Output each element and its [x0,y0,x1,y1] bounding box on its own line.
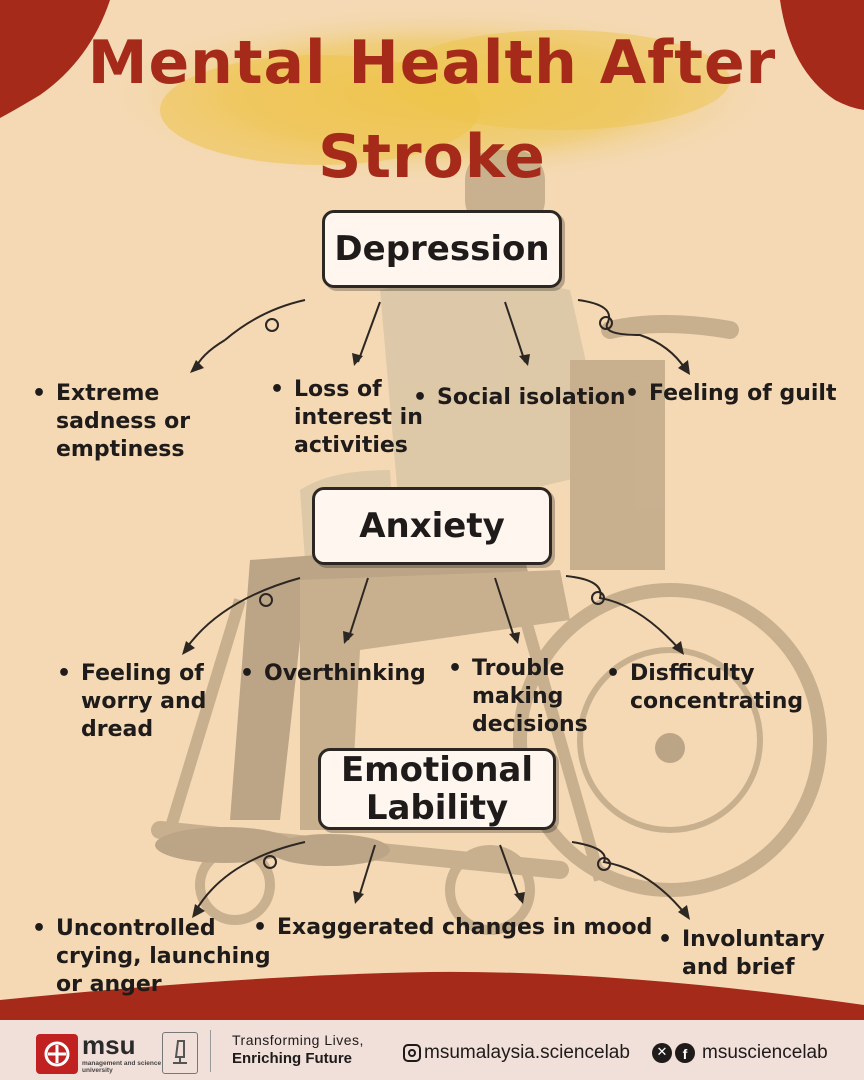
anxiety-connectors [184,575,681,651]
emotional-lability-item-2: •Exaggerated changes in mood [253,915,653,940]
top-left-red-shape [0,0,110,118]
anxiety-item-3: •Trouble making decisions [448,656,588,737]
instagram-icon[interactable] [403,1044,421,1062]
x-facebook-handle[interactable]: msusciencelab [702,1042,828,1063]
emotional-lability-connectors [194,841,687,916]
university-name: management and science university [82,1060,162,1074]
depression-item-3: •Social isolation [413,385,626,410]
msu-logo-mark [44,1041,70,1067]
title-line-2: Stroke [318,122,546,192]
anxiety-arrowheads [182,631,684,655]
footer: msu management and science university Tr… [0,1020,864,1080]
anxiety-item-1: •Feeling of worry and dread [57,661,207,742]
facebook-icon[interactable]: f [675,1043,695,1063]
depression-heading: Depression [334,229,550,269]
top-right-red-shape [780,0,864,110]
emotional-lability-heading: Emotional Lability [340,750,534,828]
bottom-red-wave [0,971,864,1020]
msu-logo [36,1034,78,1074]
depression-connectors [194,299,687,371]
footer-divider [210,1030,211,1072]
x-icon[interactable]: ✕ [652,1043,672,1063]
depression-heading-box: Depression [322,210,562,288]
microscope-icon [162,1032,198,1074]
anxiety-item-2: •Overthinking [240,661,426,686]
instagram-handle[interactable]: msumalaysia.sciencelab [424,1042,630,1063]
depression-item-1: •Extreme sadness or emptiness [32,381,191,462]
emotional-lability-item-3: •Involuntary and brief [658,927,825,980]
msu-logo-text: msu [82,1030,136,1060]
anxiety-heading: Anxiety [359,506,505,546]
depression-item-2: •Loss of interest in activities [270,377,423,458]
depression-item-4: •Feeling of guilt [625,381,837,406]
tagline-line-2: Enriching Future [232,1050,352,1067]
anxiety-heading-box: Anxiety [312,487,552,565]
emotional-lability-heading-box: Emotional Lability [318,748,556,830]
emotional-lability-item-1: •Uncontrolled crying, launching or anger [32,916,271,997]
anxiety-item-4: •Disfficulty concentrating [606,661,804,714]
title-line-1: Mental Health After [87,28,777,98]
depression-arrowheads [190,353,690,375]
emotional-lability-arrowheads [192,891,690,920]
tagline-line-1: Transforming Lives, [232,1032,364,1048]
